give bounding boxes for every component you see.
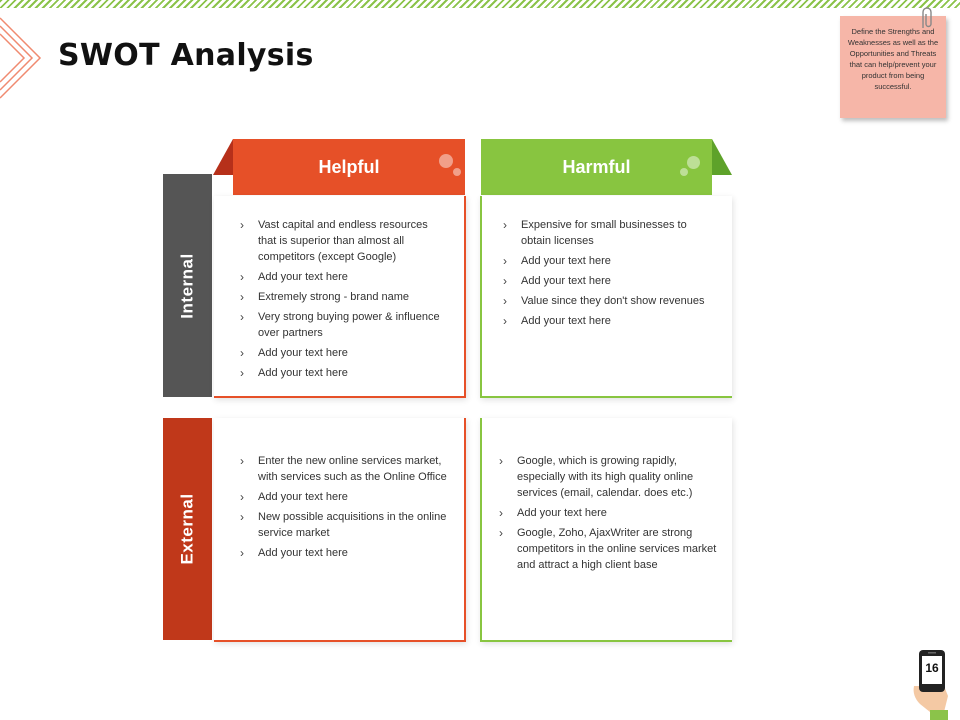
paperclip-icon — [922, 7, 932, 28]
bubble-decoration — [687, 156, 700, 169]
harmful-header-bar: Harmful — [481, 139, 712, 195]
weaknesses-item: Value since they don't show revenues — [503, 293, 713, 309]
threats-item: Add your text here — [499, 505, 719, 521]
weaknesses-item: Expensive for small businesses to obtain… — [503, 217, 713, 249]
threats-list: Google, which is growing rapidly, especi… — [499, 453, 719, 577]
top-decorative-stripe — [0, 0, 960, 8]
sticky-note-text: Define the Strengths and Weaknesses as w… — [847, 27, 939, 91]
weaknesses-item: Add your text here — [503, 313, 713, 329]
strengths-item: Add your text here — [240, 345, 448, 361]
strengths-item: Extremely strong - brand name — [240, 289, 448, 305]
slide-title: SWOT Analysis — [58, 38, 314, 73]
weaknesses-list: Expensive for small businesses to obtain… — [503, 217, 713, 333]
threats-cell: Google, which is growing rapidly, especi… — [480, 418, 732, 642]
row-label-internal: Internal — [163, 174, 212, 397]
page-number: 16 — [925, 661, 939, 675]
strengths-item: Vast capital and endless resources that … — [240, 217, 448, 265]
weaknesses-item: Add your text here — [503, 273, 713, 289]
strengths-list: Vast capital and endless resources that … — [240, 217, 448, 385]
bubble-decoration — [453, 168, 461, 176]
threats-item: Google, Zoho, AjaxWriter are strong comp… — [499, 525, 719, 573]
harmful-header-label: Harmful — [562, 156, 631, 177]
strengths-cell: Vast capital and endless resources that … — [214, 196, 466, 398]
helpful-header-bar: Helpful — [233, 139, 465, 195]
opportunities-item: New possible acquisitions in the online … — [240, 509, 448, 541]
internal-label: Internal — [177, 252, 197, 319]
weaknesses-item: Add your text here — [503, 253, 713, 269]
opportunities-item: Add your text here — [240, 489, 448, 505]
header-fold — [712, 139, 732, 175]
column-header-helpful: Helpful — [213, 139, 465, 195]
bubble-decoration — [439, 154, 453, 168]
opportunities-list: Enter the new online services market, wi… — [240, 453, 448, 565]
header-fold — [213, 139, 233, 175]
weaknesses-cell: Expensive for small businesses to obtain… — [480, 196, 732, 398]
sticky-note: Define the Strengths and Weaknesses as w… — [840, 16, 946, 118]
phone-in-hand-icon — [913, 650, 948, 720]
opportunities-item: Add your text here — [240, 545, 448, 561]
column-header-harmful: Harmful — [481, 139, 732, 195]
chevron-decoration-icon — [0, 17, 42, 99]
helpful-header-label: Helpful — [318, 156, 380, 177]
opportunities-item: Enter the new online services market, wi… — [240, 453, 448, 485]
row-label-external: External — [163, 418, 212, 640]
strengths-item: Add your text here — [240, 365, 448, 381]
threats-item: Google, which is growing rapidly, especi… — [499, 453, 719, 501]
strengths-item: Very strong buying power & influence ove… — [240, 309, 448, 341]
external-label: External — [177, 493, 197, 565]
strengths-item: Add your text here — [240, 269, 448, 285]
bubble-decoration — [680, 168, 688, 176]
opportunities-cell: Enter the new online services market, wi… — [214, 418, 466, 642]
